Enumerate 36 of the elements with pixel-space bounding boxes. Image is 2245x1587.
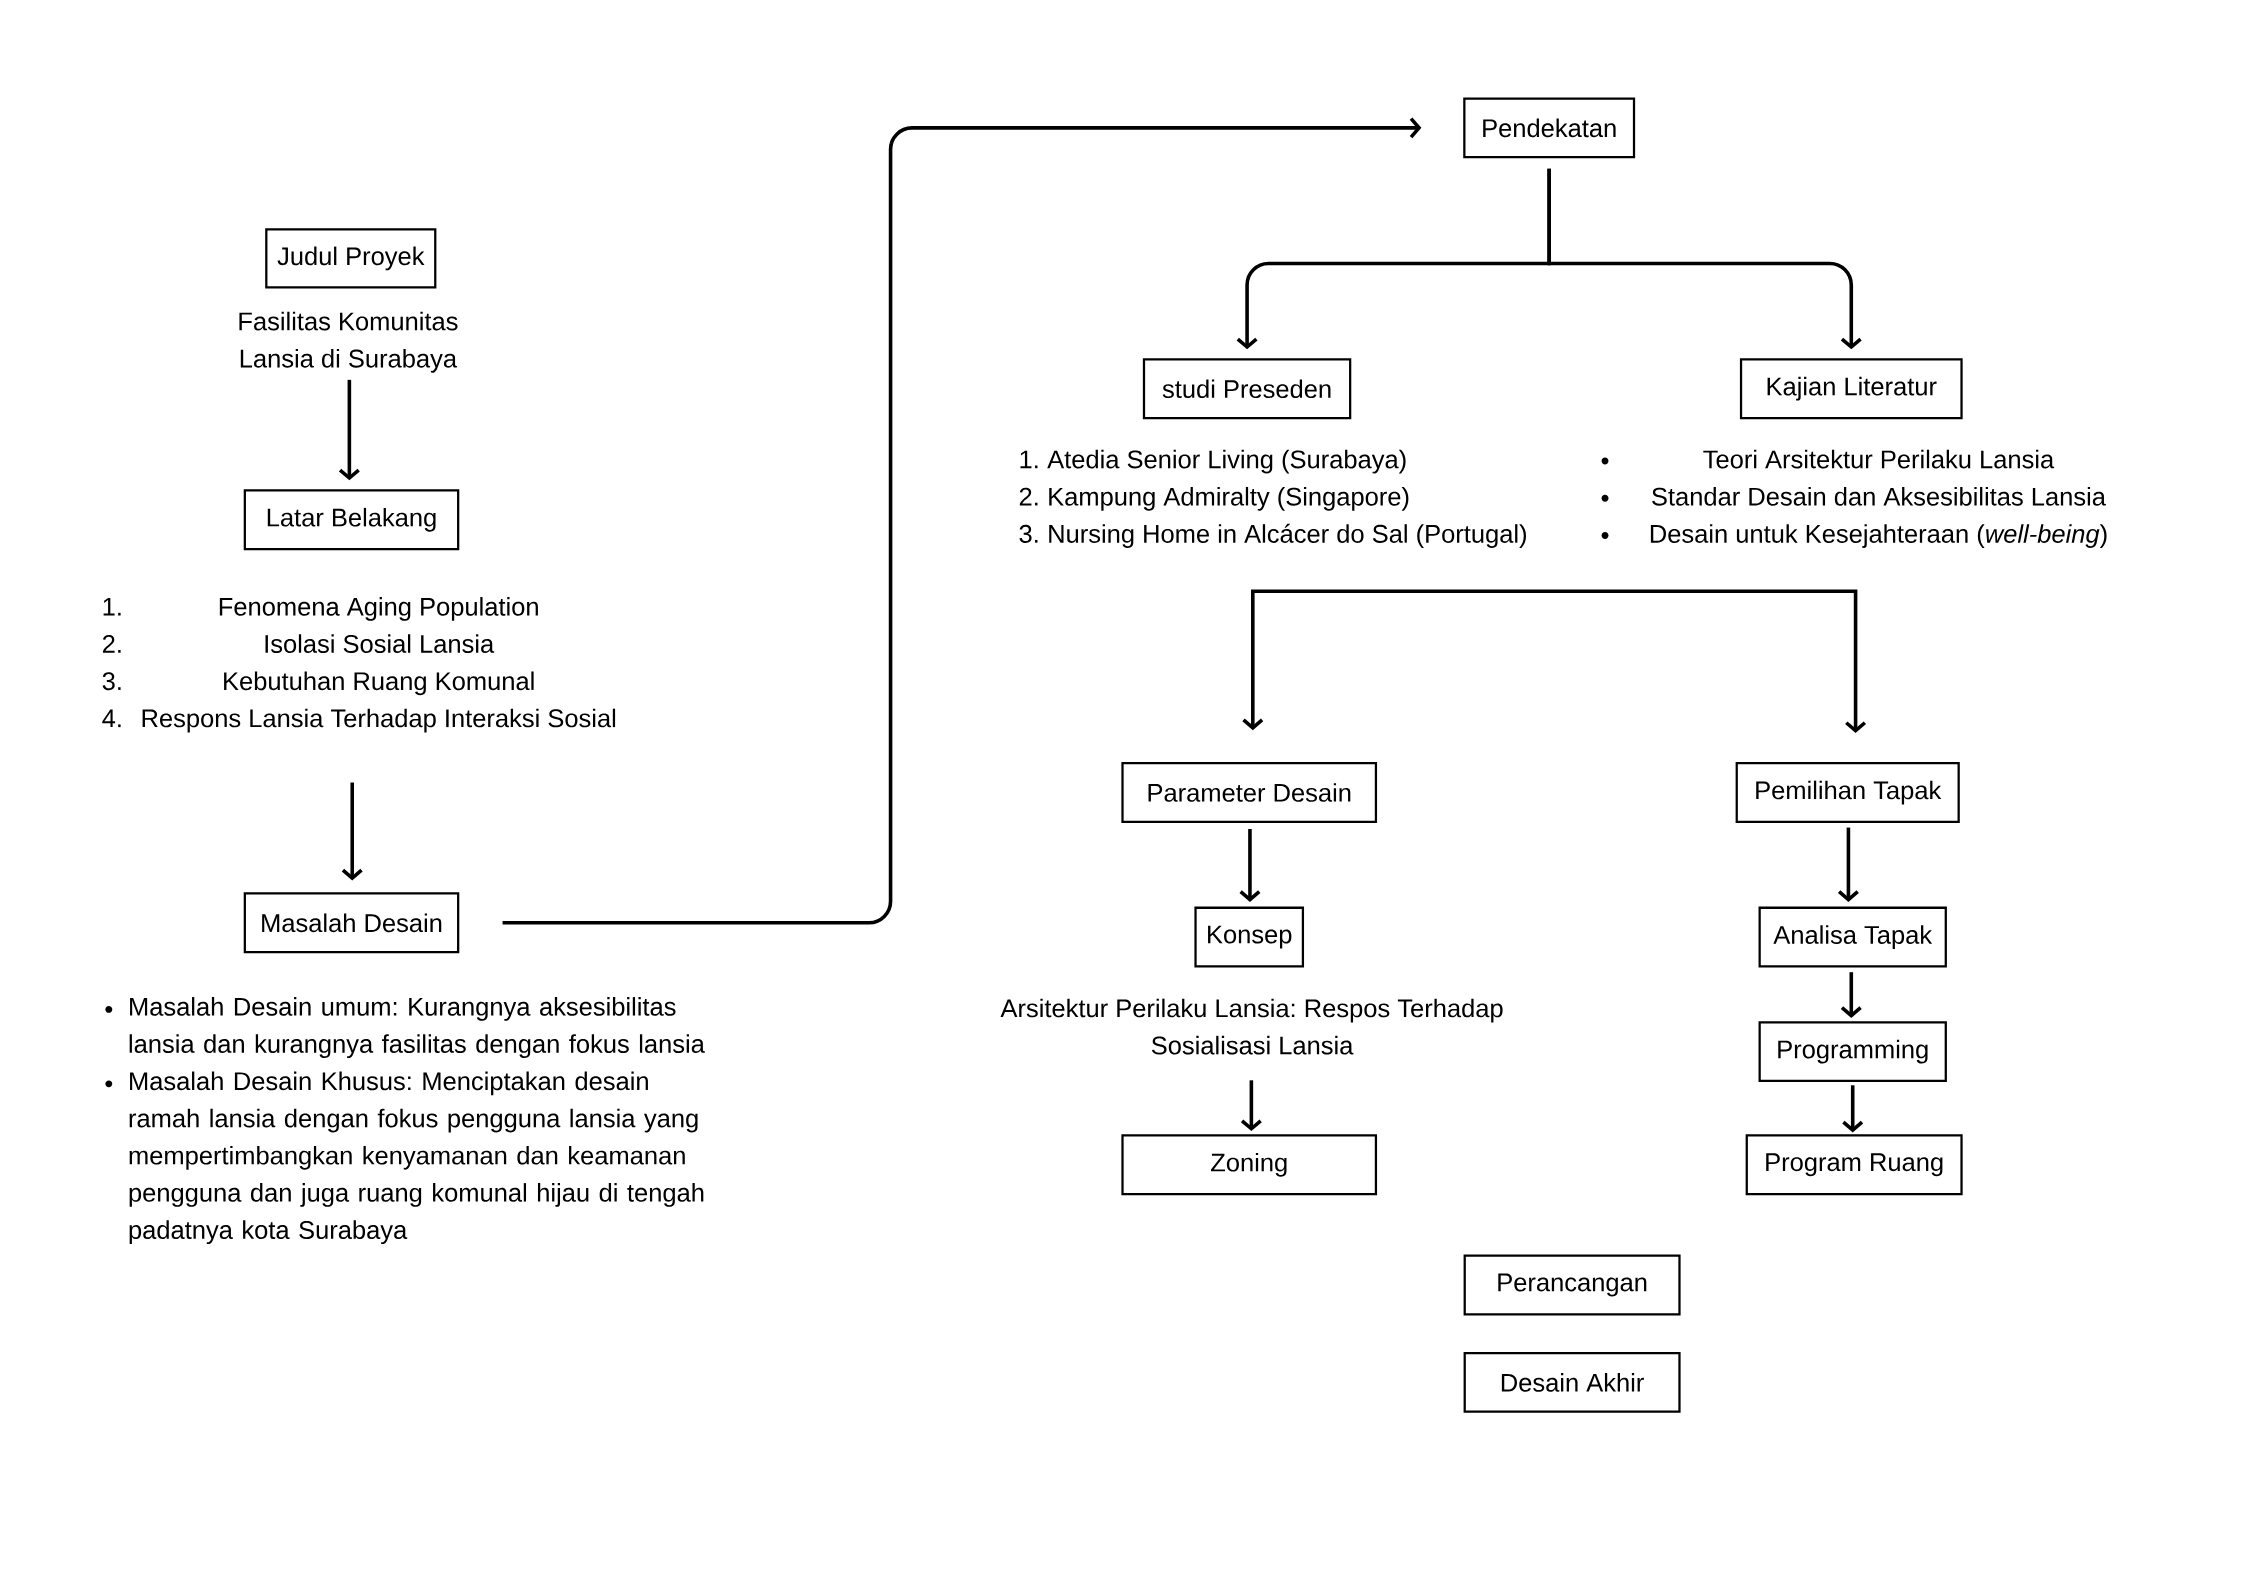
arrow — [1239, 829, 1261, 902]
process-box: Kajian Literatur — [1739, 358, 1963, 420]
elbow-arrow — [502, 117, 1422, 925]
process-box: Masalah Desain — [243, 892, 460, 954]
list-item: 1. Atedia Senior Living (Surabaya) — [1020, 449, 1406, 474]
bracket-arrow — [1242, 589, 1867, 734]
process-box: Konsep — [1194, 906, 1305, 968]
list-item: Desain untuk Kesejahteraan (well-being) — [1650, 524, 2107, 548]
process-box: Desain Akhir — [1463, 1351, 1681, 1413]
arrow — [1837, 827, 1859, 902]
process-box: Perancangan — [1463, 1254, 1681, 1316]
process-box: Pendekatan — [1463, 97, 1636, 159]
process-box: Pemilihan Tapak — [1735, 762, 1960, 823]
caption-text: Arsitektur Perilaku Lansia: Respos Terhadap Sosialisasi Lansia — [1000, 998, 1503, 1055]
list-item: Standar Desain dan Aksesibilitas Lansia — [1652, 486, 2106, 506]
process-box: studi Preseden — [1142, 358, 1352, 420]
caption-text: Fasilitas Komunitas Lansia di Surabaya — [239, 311, 458, 373]
process-box: Program Ruang — [1745, 1134, 1963, 1196]
process-box: Judul Proyek — [265, 228, 437, 289]
process-box: Zoning — [1121, 1134, 1378, 1196]
arrow — [1842, 1085, 1864, 1133]
arrow — [341, 782, 363, 881]
list-item: 2. Kampung Admiralty (Singapore) — [1019, 486, 1409, 511]
process-box: Programming — [1758, 1021, 1947, 1083]
numbered-list: 1. Fenomena Aging Population 2. Isolasi Sosial Lansia 3. Kebutuhan Ruang Komunal 4. Respons Lansia Terhadap Interaksi Sosial — [102, 597, 616, 733]
list-item: Teori Arsitektur Perilaku Lansia — [1703, 449, 2055, 469]
list-item: 3. Nursing Home in Alcácer do Sal (Portugal) — [1019, 523, 1526, 548]
process-box: Latar Belakang — [243, 489, 460, 551]
list-item: Masalah Desain umum: Kurangnya aksesibilitas lansia dan kurangnya fasilitas dengan fokus lansia — [129, 997, 705, 1058]
list-item: Masalah Desain Khusus: Menciptakan desain ramah lansia dengan fokus pengguna lansia yang mempertimbangkan kenyamanan dan keamanan pengguna dan juga ruang komunal hijau di tengah padatnya kota Surabaya — [129, 1071, 704, 1245]
process-box: Parameter Desain — [1121, 762, 1378, 823]
arrow — [1240, 1080, 1262, 1132]
process-box: Analisa Tapak — [1758, 906, 1947, 968]
branch-arrow — [1547, 168, 1862, 350]
arrow — [338, 379, 360, 481]
arrow — [1840, 972, 1862, 1018]
